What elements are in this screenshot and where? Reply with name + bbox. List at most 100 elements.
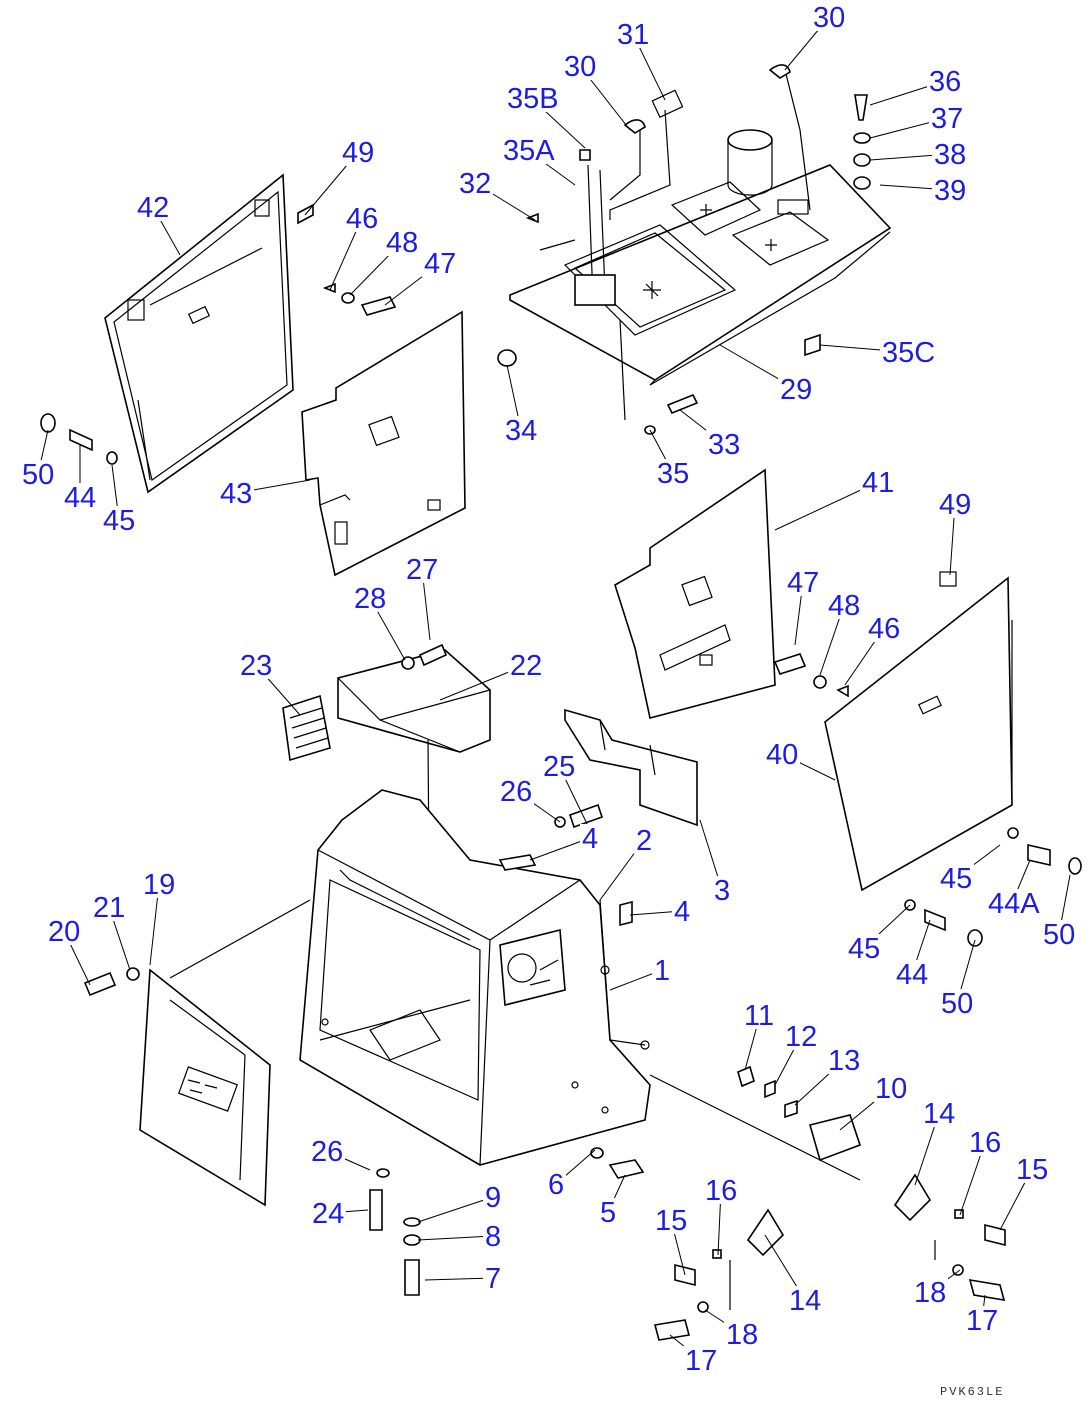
part-callout-c40: 40 [766,739,798,771]
callout-bg-c39 [932,176,968,204]
callout-bg-c23 [238,651,274,679]
main-frame-assembly [299,789,861,1181]
part-callout-c46b: 46 [868,613,900,645]
callout-bg-c18b [724,1320,760,1348]
part-callout-c45c: 45 [848,933,880,965]
part-callout-c46a: 46 [346,203,378,235]
callout-bg-c48a [384,228,420,256]
part-callout-c26b: 26 [311,1136,343,1168]
callout-bg-c25 [541,752,577,780]
callout-bg-c34 [503,416,539,444]
callout-bg-c32 [457,169,493,197]
part-callout-c5: 5 [600,1197,616,1229]
callout-bg-c4a [580,824,600,852]
part-callout-c10: 10 [875,1073,907,1105]
part-callout-c24: 24 [312,1198,344,1230]
callout-bg-c12 [783,1022,819,1050]
part-callout-c8: 8 [485,1221,501,1253]
part-callout-c44a: 44 [64,482,96,514]
callout-bg-c40 [764,740,800,768]
part-callout-c48b: 48 [828,590,860,622]
callout-bg-c21 [91,893,127,921]
callout-bg-c6 [546,1170,566,1198]
part-callout-c19: 19 [143,869,175,901]
part-callout-c41: 41 [862,467,894,499]
part-callout-c15b: 15 [655,1205,687,1237]
part-callout-c45b: 45 [940,863,972,895]
part-callout-c29: 29 [780,374,812,406]
drawing-code: PVK63LE [940,1385,1004,1399]
callout-bg-c37 [929,104,965,132]
part-callout-c18a: 18 [914,1277,946,1309]
callout-bg-c42 [135,193,171,221]
callout-bg-c26a [498,777,534,805]
right-door-panel [824,571,1082,947]
part-callout-c11: 11 [744,1000,774,1032]
callout-bg-c20 [46,917,82,945]
part-callout-c4a: 4 [582,823,598,855]
part-callout-c25: 25 [543,751,575,783]
part-callout-c37: 37 [931,103,963,135]
callout-bg-c2 [634,826,654,854]
callout-bg-c15b [653,1206,689,1234]
callout-bg-c45c [846,934,882,962]
inner-panel-43 [301,310,466,577]
callout-bg-c18a [912,1278,948,1306]
callout-bg-c29 [778,375,814,403]
part-callout-c27: 27 [406,554,438,586]
bracket-3 [554,708,698,829]
part-callout-c50b: 50 [1043,919,1075,951]
part-callout-c17b: 17 [685,1345,717,1377]
part-callout-c30a: 30 [813,2,845,34]
part-callout-c13: 13 [828,1045,860,1077]
console-plate [509,164,892,381]
callout-bg-c14b [787,1286,823,1314]
callout-bg-c4b [672,897,692,925]
part-callout-c23: 23 [240,650,272,682]
part-callout-c43: 43 [220,478,252,510]
callout-bg-c35 [655,459,691,487]
part-callout-c38: 38 [934,139,966,171]
part-callout-c28: 28 [354,583,386,615]
top-cover-assembly [282,643,491,1001]
callout-bg-c43 [218,479,254,507]
callout-bg-c10 [873,1074,909,1102]
part-callout-c15a: 15 [1016,1154,1048,1186]
part-callout-c21: 21 [93,892,125,924]
part-callout-c35: 35 [657,458,689,490]
callout-bg-c35a [501,136,553,164]
part-callout-c30b: 30 [564,51,596,83]
callout-bg-c14a [921,1099,957,1127]
callout-bg-c13 [826,1046,862,1074]
console-plate-assembly [497,64,892,435]
part-callout-c39: 39 [934,175,966,207]
callout-bg-c15a [1014,1155,1050,1183]
callout-bg-c16a [967,1128,1003,1156]
part-callout-c16a: 16 [969,1127,1001,1159]
callout-bg-c46b [866,614,902,642]
part-callout-c32: 32 [459,168,491,200]
part-callout-c47a: 47 [424,248,456,280]
callout-bg-c3 [712,876,732,904]
callout-bg-c38 [932,140,968,168]
callout-bg-c16b [703,1176,739,1204]
part-callout-c36: 36 [929,66,961,98]
front-panel-19 [83,899,311,1207]
callout-bg-c22 [508,651,544,679]
callout-bg-c30b [562,52,598,80]
door-panel-42 [104,173,294,494]
callout-bg-c27 [404,555,440,583]
callout-bg-c11 [742,1001,778,1029]
part-callout-c50a: 50 [22,459,54,491]
callout-bg-c26b [309,1137,345,1165]
callout-bg-c19 [141,870,177,898]
callout-bg-c17b [683,1346,719,1374]
part-callout-c18b: 18 [726,1319,758,1351]
part-callout-c1: 1 [654,955,670,987]
callout-bg-c46a [344,204,380,232]
callout-bg-c33 [706,430,742,458]
part-callout-c6: 6 [548,1169,564,1201]
callout-bg-c30a [811,3,847,31]
part-callout-c42: 42 [137,192,169,224]
part-callout-c49a: 49 [342,137,374,169]
